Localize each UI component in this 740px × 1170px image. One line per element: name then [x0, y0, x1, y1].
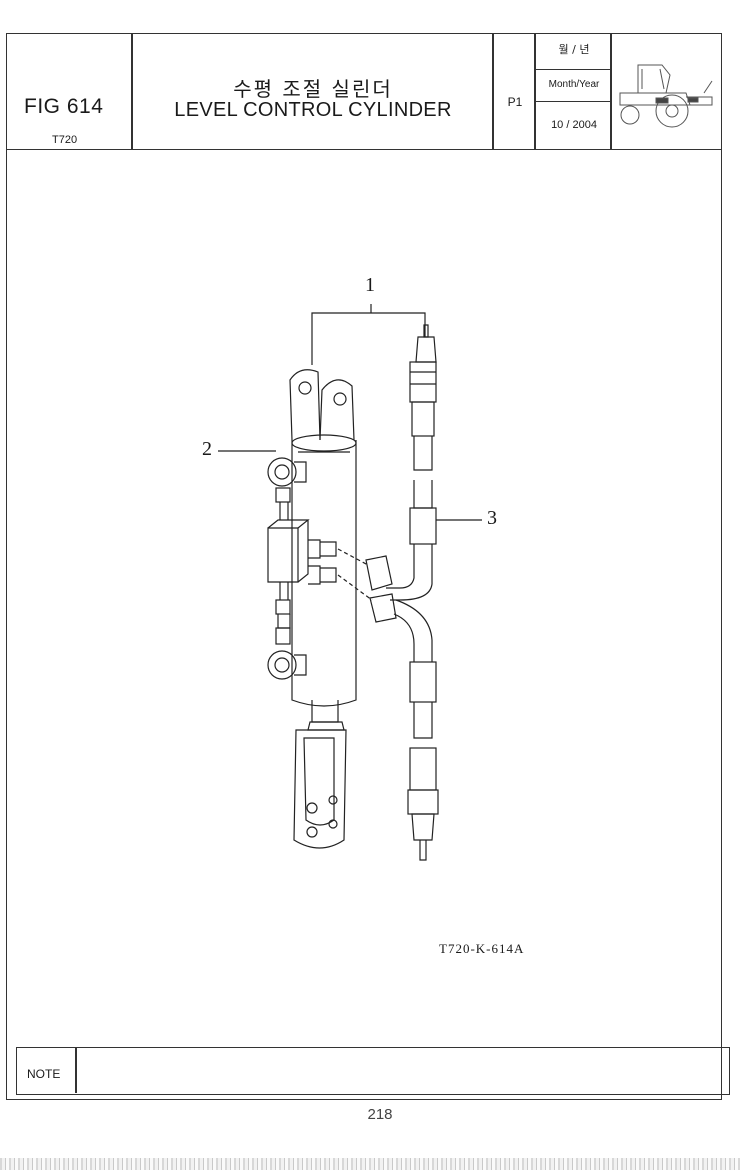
title-korean: 수평 조절 실린더 [233, 77, 393, 101]
date-cell-divider [536, 69, 612, 70]
month-year-label: Month/Year [548, 79, 600, 90]
callout-leader [311, 312, 426, 365]
callout-2: 2 [202, 438, 212, 460]
header-divider [492, 33, 494, 150]
page-code: P1 [507, 95, 523, 109]
callout-3: 3 [487, 507, 497, 529]
month-year-label-korean: 월 / 년 [558, 43, 590, 56]
header-divider [610, 33, 612, 150]
tractor-icon [619, 64, 713, 128]
hose-upper [365, 324, 437, 601]
banjo-fitting-upper [267, 457, 307, 520]
lower-fittings [267, 582, 307, 680]
date-cell-divider [536, 101, 612, 102]
header-table: FIG 614 T720 수평 조절 실린더 LEVEL CONTROL CYL… [6, 33, 722, 150]
cylinder-body [289, 369, 357, 849]
note-label: NOTE [27, 1067, 61, 1081]
figure-number: FIG 614 [24, 95, 104, 118]
drawing-code: T720-K-614A [439, 941, 525, 956]
title-english: LEVEL CONTROL CYLINDER [174, 99, 452, 121]
header-divider [131, 33, 133, 150]
parts-diagram [218, 304, 482, 861]
header-divider [534, 33, 536, 150]
hose-lower [369, 593, 439, 861]
note-divider [75, 1048, 77, 1093]
scan-artifact-band [0, 1158, 740, 1170]
page-number: 218 [367, 1106, 393, 1123]
note-box: NOTE [16, 1047, 730, 1095]
issue-date: 10 / 2004 [551, 119, 597, 131]
callout-1: 1 [365, 274, 375, 296]
model-code: T720 [52, 134, 78, 146]
valve-block [267, 519, 337, 585]
page-frame [6, 33, 722, 1100]
